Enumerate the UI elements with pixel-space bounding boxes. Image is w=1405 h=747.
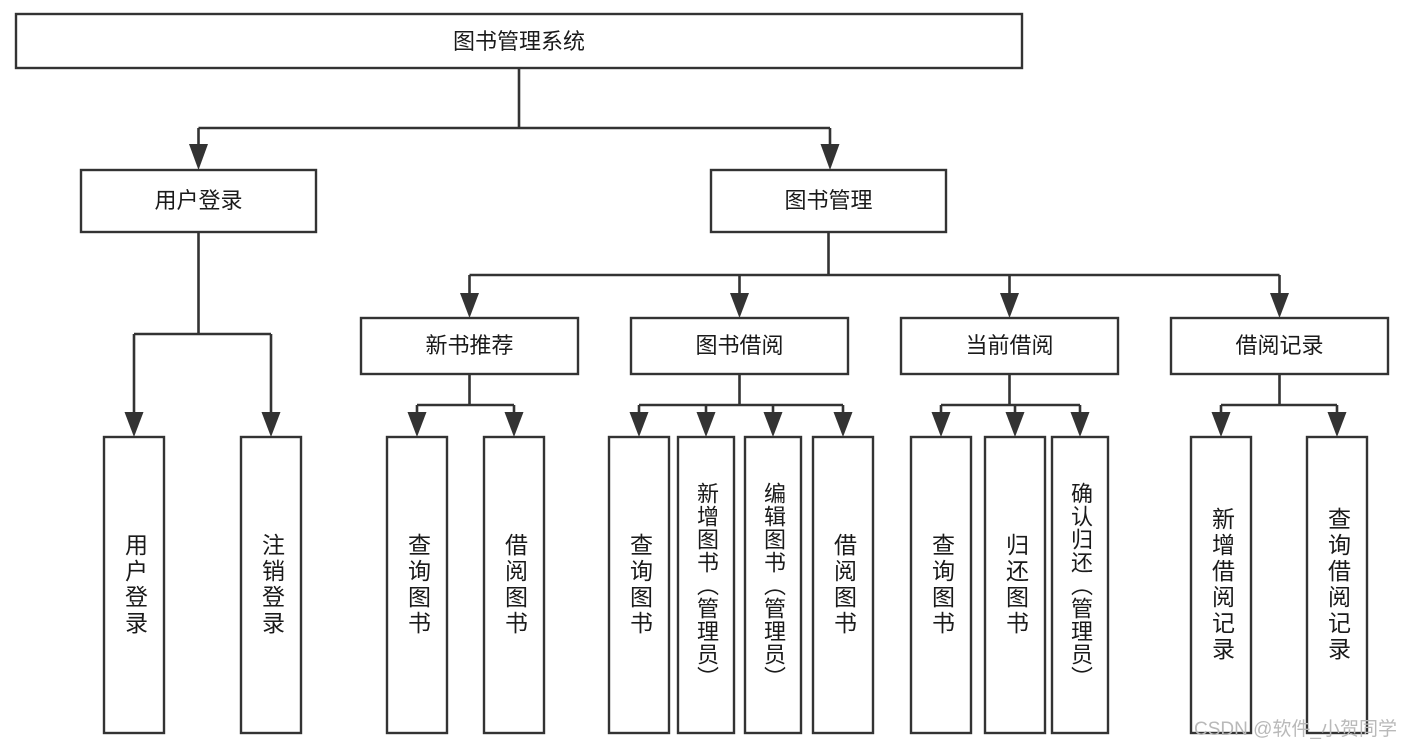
leaf-box-query-book-1[interactable]: [385, 435, 449, 735]
arrow-head-icon: [407, 412, 427, 437]
arrow-head-icon: [820, 144, 840, 170]
arrow-head-icon: [1270, 293, 1289, 318]
arrow-head-icon: [1070, 412, 1090, 437]
edge-borrow-to-leaves: [629, 374, 853, 437]
leaf-box-add-record[interactable]: [1189, 435, 1253, 735]
leaf-box-query-book-2[interactable]: [607, 435, 671, 735]
node-root-system[interactable]: 图书管理系统: [14, 12, 1024, 70]
arrow-head-icon: [763, 412, 783, 437]
node-borrow-record-box: [1169, 316, 1390, 376]
arrow-head-icon: [504, 412, 524, 437]
leaf-box-return-book[interactable]: [983, 435, 1047, 735]
node-new-book-recommend[interactable]: 新书推荐: [359, 316, 580, 376]
leaf-box-edit-book[interactable]: [743, 435, 803, 735]
node-book-manage[interactable]: 图书管理: [709, 168, 948, 234]
arrow-head-icon: [1327, 412, 1347, 437]
node-book-manage-label: 图书管理: [784, 188, 872, 213]
arrow-head-icon: [730, 293, 749, 318]
arrow-head-icon: [696, 412, 716, 437]
node-book-manage-box: [709, 168, 948, 234]
node-root-box: [14, 12, 1024, 70]
node-root-label: 图书管理系统: [453, 29, 585, 54]
leaf-box-confirm-return[interactable]: [1050, 435, 1110, 735]
arrow-head-icon: [1005, 412, 1025, 437]
leaf-box-query-book-3[interactable]: [909, 435, 973, 735]
arrow-head-icon: [629, 412, 649, 437]
node-borrow-record-label: 借阅记录: [1235, 333, 1323, 358]
edge-root-to-level2: [189, 68, 840, 170]
leaf-box-logout[interactable]: [239, 435, 303, 735]
node-new-book-recommend-label: 新书推荐: [425, 333, 513, 358]
arrow-head-icon: [189, 144, 208, 170]
node-borrow-record[interactable]: 借阅记录: [1169, 316, 1390, 376]
node-user-login-box: [79, 168, 318, 234]
edge-book-manage-to-level3: [460, 232, 1289, 318]
leaf-box-borrow-book-1[interactable]: [482, 435, 546, 735]
leaf-box-add-book[interactable]: [676, 435, 736, 735]
node-user-login-label: 用户登录: [154, 188, 242, 213]
csdn-watermark: CSDN @软件_小贺同学: [1194, 719, 1397, 740]
edge-record-to-leaves: [1211, 374, 1347, 437]
arrow-head-icon: [124, 412, 144, 437]
node-book-borrow[interactable]: 图书借阅: [629, 316, 850, 376]
arrow-head-icon: [833, 412, 853, 437]
node-new-book-recommend-box: [359, 316, 580, 376]
node-book-borrow-box: [629, 316, 850, 376]
node-current-borrow-label: 当前借阅: [965, 333, 1053, 358]
leaf-box-borrow-book-2[interactable]: [811, 435, 875, 735]
arrow-head-icon: [1211, 412, 1231, 437]
node-current-borrow-box: [899, 316, 1120, 376]
leaf-box-query-record[interactable]: [1305, 435, 1369, 735]
arrow-head-icon: [931, 412, 951, 437]
arrow-head-icon: [1000, 293, 1019, 318]
node-user-login[interactable]: 用户登录: [79, 168, 318, 234]
arrow-head-icon: [261, 412, 281, 437]
edge-recommend-to-leaves: [407, 374, 524, 437]
leaf-box-user-login[interactable]: [102, 435, 166, 735]
node-current-borrow[interactable]: 当前借阅: [899, 316, 1120, 376]
node-book-borrow-label: 图书借阅: [695, 333, 783, 358]
edge-user-login-to-leaves: [124, 232, 281, 437]
arrow-head-icon: [460, 293, 479, 318]
connector-layer: [124, 68, 1347, 437]
edge-current-to-leaves: [931, 374, 1090, 437]
leaf-box-layer: [102, 435, 1369, 735]
